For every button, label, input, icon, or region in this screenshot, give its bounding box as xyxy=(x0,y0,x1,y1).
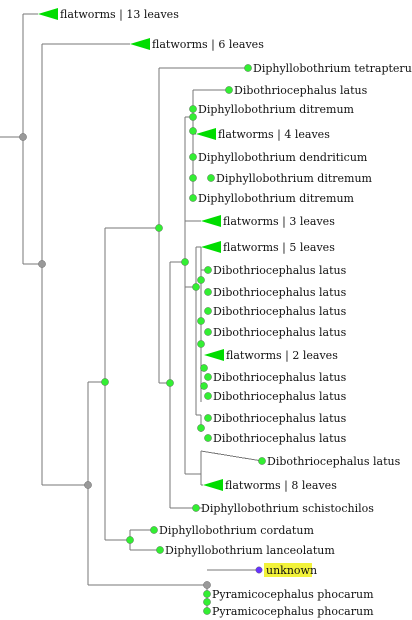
leaf-label: Dibothriocephalus latus xyxy=(213,371,347,384)
collapsed-clade-label: flatworms | 8 leaves xyxy=(225,479,337,493)
internal-node xyxy=(38,260,46,268)
internal-node xyxy=(197,424,205,432)
query-label: unknown xyxy=(266,564,317,577)
leaf-node xyxy=(204,266,212,274)
leaf-label: Diphyllobothrium dendriticum xyxy=(198,151,368,164)
internal-node xyxy=(126,536,134,544)
leaf-node xyxy=(204,288,212,296)
collapsed-clade-triangle xyxy=(203,479,223,491)
internal-node xyxy=(84,481,92,489)
internal-node xyxy=(189,174,197,182)
leaf-node xyxy=(225,86,233,94)
leaf-label: Dibothriocephalus latus xyxy=(213,412,347,425)
leaf-node xyxy=(189,153,197,161)
branch-line xyxy=(200,450,263,462)
leaf-node xyxy=(204,434,212,442)
leaf-label: Diphyllobothrium ditremum xyxy=(216,172,373,185)
leaf-label: Dibothriocephalus latus xyxy=(267,455,401,468)
query-node xyxy=(255,566,263,574)
leaf-node xyxy=(204,373,212,381)
leaf-label: Diphyllobothrium ditremum xyxy=(198,192,355,205)
collapsed-clade-triangle xyxy=(196,128,216,140)
collapsed-clade-triangle xyxy=(204,349,224,361)
leaf-label: Dibothriocephalus latus xyxy=(213,286,347,299)
leaf-label: Dibothriocephalus latus xyxy=(213,264,347,277)
internal-node xyxy=(19,133,27,141)
tree-labels: flatworms | 13 leaves flatworms | 6 leave… xyxy=(60,8,412,618)
internal-node xyxy=(203,581,211,589)
query-highlight xyxy=(264,563,312,577)
internal-node xyxy=(189,127,197,135)
internal-node xyxy=(200,364,208,372)
leaf-label: Dibothriocephalus latus xyxy=(213,432,347,445)
collapsed-clade-label: flatworms | 4 leaves xyxy=(218,128,330,142)
leaf-label: Dibothriocephalus latus xyxy=(234,84,368,97)
collapsed-clade-label: flatworms | 6 leaves xyxy=(152,38,264,52)
leaf-node xyxy=(204,307,212,315)
leaf-node xyxy=(192,504,200,512)
leaf-node xyxy=(203,590,211,598)
leaf-node xyxy=(204,414,212,422)
leaf-node xyxy=(244,64,252,72)
collapsed-clade-label: flatworms | 5 leaves xyxy=(223,241,335,255)
internal-node xyxy=(203,598,211,606)
leaf-label: Diphyllobothrium lanceolatum xyxy=(165,544,335,557)
leaf-node xyxy=(207,174,215,182)
collapsed-clade-triangle xyxy=(201,215,221,227)
leaf-label: Diphyllobothrium cordatum xyxy=(159,524,314,537)
leaf-node xyxy=(258,457,266,465)
leaf-node xyxy=(204,328,212,336)
leaf-node xyxy=(189,105,197,113)
leaf-label: Dibothriocephalus latus xyxy=(213,326,347,339)
collapsed-clade-triangle xyxy=(201,241,221,253)
leaf-label: Dibothriocephalus latus xyxy=(213,390,347,403)
leaf-label: Diphyllobothrium ditremum xyxy=(198,103,355,116)
internal-node xyxy=(200,382,208,390)
leaf-label: Diphyllobothrium tetrapterum xyxy=(253,62,412,75)
collapsed-clade-triangle xyxy=(38,8,58,20)
internal-node xyxy=(197,340,205,348)
internal-node xyxy=(197,317,205,325)
leaf-node xyxy=(203,607,211,615)
internal-node xyxy=(181,258,189,266)
leaf-node xyxy=(156,546,164,554)
leaf-label: Pyramicocephalus phocarum xyxy=(212,605,374,618)
leaf-label: Diphyllobothrium schistochilos xyxy=(201,502,374,515)
collapsed-clade-label: flatworms | 3 leaves xyxy=(223,215,335,229)
internal-node xyxy=(155,224,163,232)
leaf-label: Dibothriocephalus latus xyxy=(213,305,347,318)
internal-node xyxy=(192,283,200,291)
leaf-node xyxy=(204,392,212,400)
leaf-node xyxy=(150,526,158,534)
collapsed-clade-label: flatworms | 2 leaves xyxy=(226,349,338,363)
collapsed-clade-triangle xyxy=(130,38,150,50)
internal-node xyxy=(166,379,174,387)
internal-node xyxy=(101,378,109,386)
internal-node xyxy=(189,113,197,121)
internal-node xyxy=(197,276,205,284)
tree-nodes xyxy=(19,8,266,615)
collapsed-clade-label: flatworms | 13 leaves xyxy=(60,8,179,22)
leaf-node xyxy=(189,194,197,202)
leaf-label: Pyramicocephalus phocarum xyxy=(212,588,374,601)
